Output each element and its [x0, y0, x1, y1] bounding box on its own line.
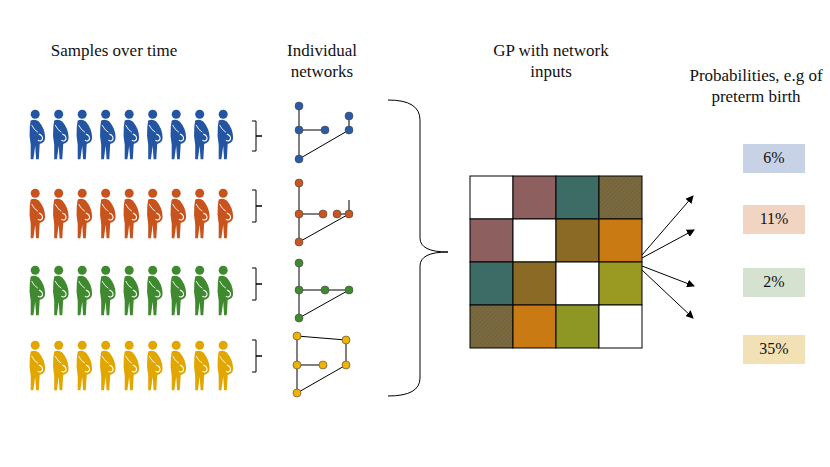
pregnant-figure: [194, 341, 210, 391]
probability-value: 2%: [763, 273, 784, 291]
column-heading: Samples over time: [14, 40, 214, 61]
pregnant-figure: [30, 189, 46, 239]
pregnant-figure: [77, 266, 93, 316]
pregnant-figure: [171, 341, 187, 391]
pregnant-figure: [77, 189, 93, 239]
pregnant-figure: [53, 266, 69, 316]
pregnant-figure: [30, 341, 46, 391]
probability-box: 35%: [743, 335, 805, 364]
probability-value: 11%: [760, 210, 789, 228]
pregnant-figure: [124, 266, 140, 316]
pregnant-figure: [171, 110, 187, 160]
pregnant-figure: [218, 189, 234, 239]
probability-box: 6%: [743, 144, 805, 173]
column-heading: Individual networks: [267, 40, 377, 82]
pregnant-figure: [124, 110, 140, 160]
pregnant-figure: [30, 266, 46, 316]
column-heading: Probabilities, e.g of preterm birth: [686, 65, 826, 107]
pregnant-figure: [147, 266, 163, 316]
pregnant-figure: [194, 189, 210, 239]
pregnant-figure: [53, 110, 69, 160]
pregnant-figure: [171, 189, 187, 239]
pregnant-figure: [147, 110, 163, 160]
pregnant-figure: [100, 189, 116, 239]
pregnant-figure: [218, 266, 234, 316]
pregnant-figure: [53, 341, 69, 391]
probability-value: 6%: [763, 149, 784, 167]
pregnant-figure: [194, 266, 210, 316]
pregnant-figure: [124, 189, 140, 239]
pregnant-figure: [77, 341, 93, 391]
pregnant-figure: [218, 341, 234, 391]
pregnant-figure: [147, 341, 163, 391]
probability-box: 11%: [743, 205, 805, 234]
pregnant-figure: [77, 110, 93, 160]
pregnant-figure: [194, 110, 210, 160]
pregnant-figure: [171, 266, 187, 316]
pregnant-figure: [218, 110, 234, 160]
pregnant-figure: [100, 266, 116, 316]
pregnant-figure: [100, 110, 116, 160]
pregnant-figure: [147, 189, 163, 239]
probability-value: 35%: [759, 340, 788, 358]
pregnant-figure: [53, 189, 69, 239]
column-heading: GP with network inputs: [481, 40, 621, 82]
pregnant-figure: [100, 341, 116, 391]
pregnant-figure: [30, 110, 46, 160]
probability-box: 2%: [743, 268, 805, 297]
pregnant-figure: [124, 341, 140, 391]
